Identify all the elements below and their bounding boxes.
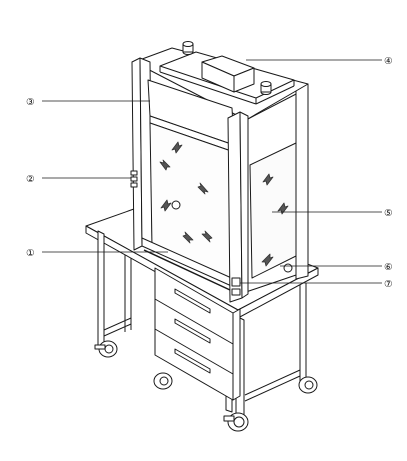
callout-1: ① [26,248,35,259]
hood-front [130,57,249,303]
callout-2: ② [26,174,35,185]
caster-wheels [94,340,318,432]
callout-5: ⑤ [384,208,393,219]
callouts [42,59,382,284]
callout-6: ⑥ [384,262,393,273]
airflow-arrows [159,141,289,267]
callout-7: ⑦ [384,279,393,290]
callout-4: ④ [384,56,393,67]
hood-top [133,41,309,121]
callout-3: ③ [26,97,35,108]
callout-labels: ③ ② ① ④ ⑤ ⑥ ⑦ [26,56,393,290]
hood-side-panel [245,83,309,293]
